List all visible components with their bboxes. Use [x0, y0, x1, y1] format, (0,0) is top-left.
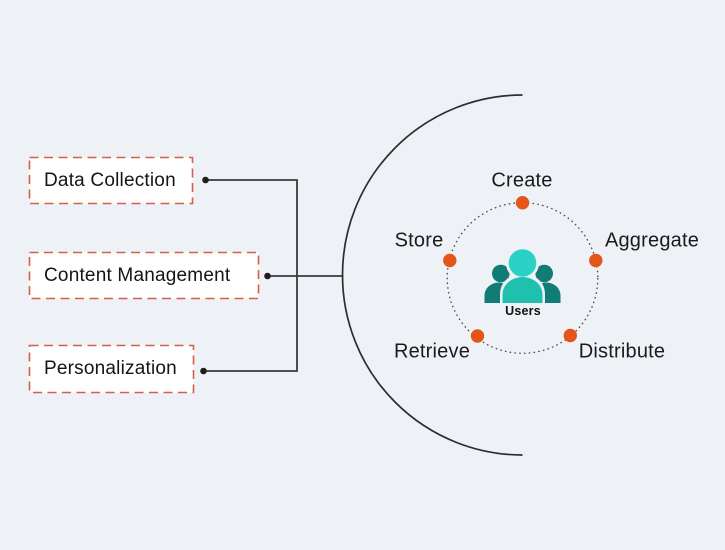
users-icon-left-head [492, 264, 510, 283]
connector-lines [203, 179, 344, 372]
users-icon-right-head [535, 264, 553, 283]
users-icon-front-body [502, 277, 543, 303]
dotted-cycle-circle [446, 202, 599, 354]
box-data-collection: Data Collection [29, 157, 193, 204]
box-content-management: Content Management [29, 252, 259, 299]
connector-bullet-personalization [200, 367, 207, 375]
node-dot-store [443, 253, 457, 268]
node-label-create: Create [491, 169, 553, 192]
node-dot-aggregate [589, 253, 603, 268]
node-dot-distribute [563, 328, 577, 343]
node-label-aggregate: Aggregate [604, 229, 700, 252]
box-personalization: Personalization [29, 345, 194, 393]
box-data-collection-label: Data Collection [44, 169, 176, 191]
node-label-distribute: Distribute [578, 340, 666, 363]
connector-bullet-content-management [264, 272, 271, 280]
outer-arc [341, 94, 523, 456]
node-dot-retrieve [470, 329, 485, 343]
node-label-store: Store [394, 229, 444, 252]
box-personalization-label: Personalization [44, 358, 177, 379]
dashed-box-outline-personalization [28, 344, 195, 394]
dashed-box-outline-content-management [28, 251, 260, 300]
users-icon-front-head [508, 249, 537, 277]
dashed-box-outline-data-collection [28, 156, 194, 205]
box-content-management-label: Content Management [44, 264, 231, 286]
connector-bullet-data-collection [202, 176, 209, 184]
node-dot-create [515, 196, 530, 210]
users-center-label: Users [505, 304, 541, 318]
node-label-retrieve: Retrieve [393, 340, 471, 363]
users-icon [484, 246, 561, 303]
